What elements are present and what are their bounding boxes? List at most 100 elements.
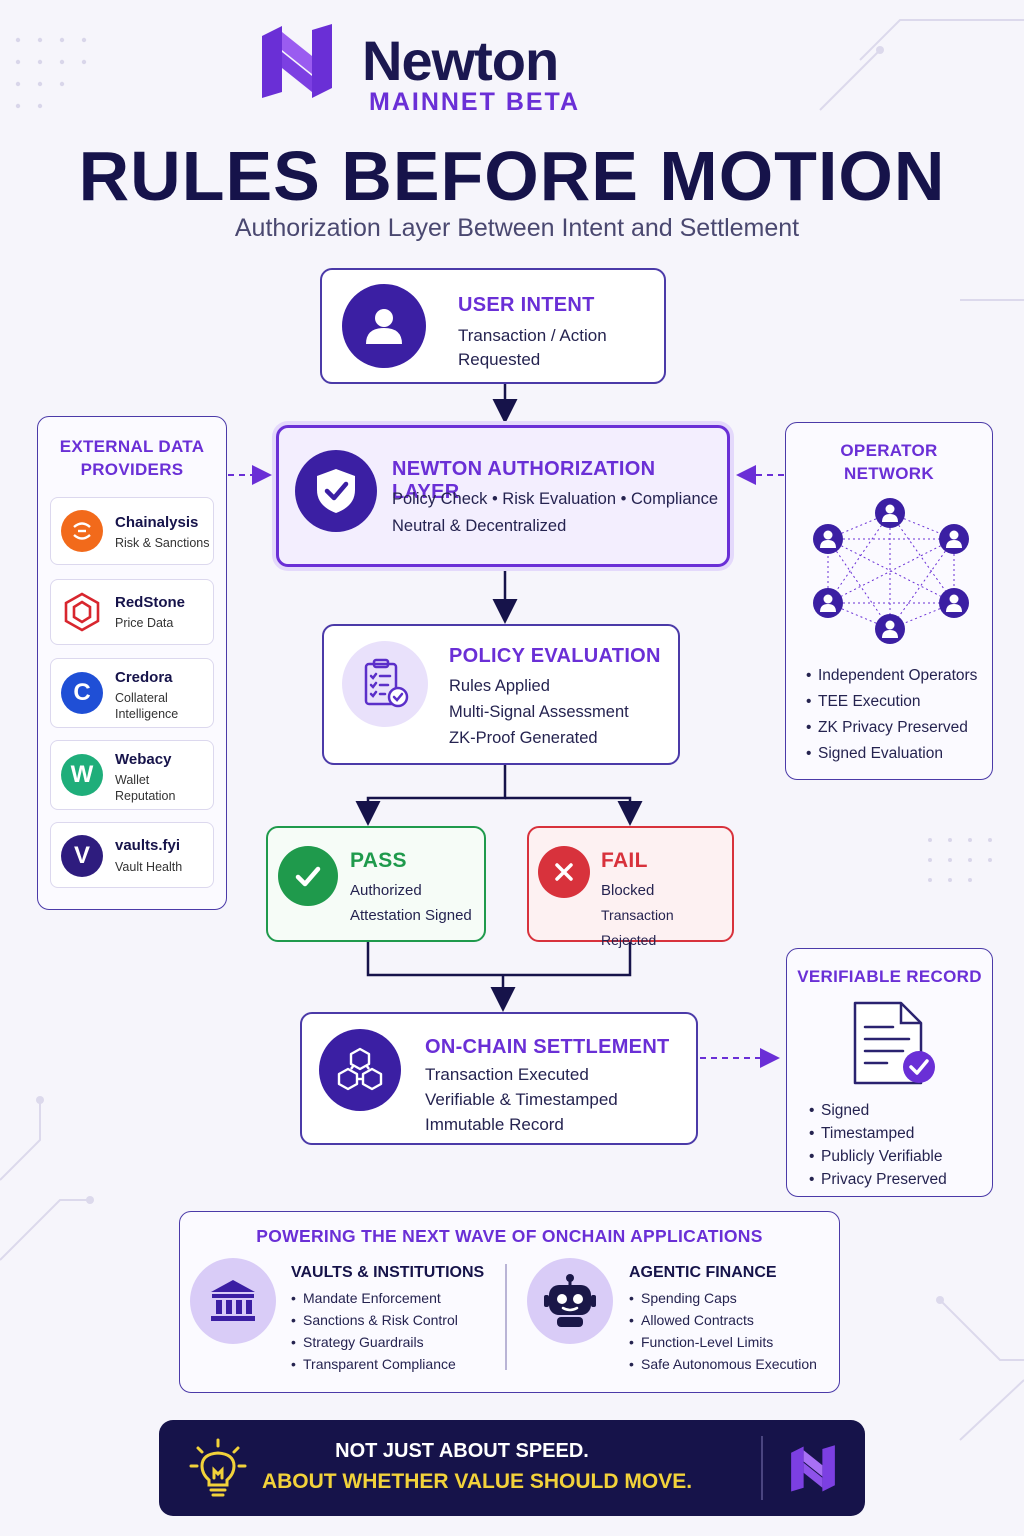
clipboard-check-icon [342,641,428,727]
external-title-line2: PROVIDERS [80,460,184,479]
page-title: RULES BEFORE MOTION [78,137,946,215]
provider-desc: Collateral [115,691,168,705]
brand-subtitle: MAINNET BETA [369,88,581,116]
provider-name: Credora [115,669,173,686]
pass-line1: Authorized [350,882,422,899]
operator-title-line2: NETWORK [844,464,934,483]
bank-icon [190,1258,276,1344]
check-icon [278,846,338,906]
robot-icon [527,1258,613,1344]
auth-layer-title: NEWTON AUTHORIZATION LAYER [392,458,656,503]
record-bullet: Signed [809,1099,947,1122]
fail-box: FAIL Blocked Transaction Rejected [527,826,734,948]
authorization-layer-box: NEWTON AUTHORIZATION LAYER Policy Check … [276,425,730,567]
shield-check-icon [295,450,377,532]
pass-title: PASS [350,849,407,872]
x-icon [538,846,590,898]
agentic-bullet: Safe Autonomous Execution [629,1353,817,1375]
external-title-line1: EXTERNAL DATA [59,437,205,456]
user-intent-title: USER INTENT [458,294,595,316]
provider-desc: Reputation [115,789,176,803]
pass-line2: Attestation Signed [350,907,472,924]
banner-divider [761,1436,763,1500]
provider-name: Webacy [115,751,172,768]
operator-bullet: Signed Evaluation [806,741,977,767]
blocks-icon [319,1029,401,1111]
pass-box: PASS Authorized Attestation Signed [266,826,486,942]
user-icon [342,284,426,368]
record-bullets: Signed Timestamped Publicly Verifiable P… [809,1099,947,1191]
fail-title: FAIL [601,849,648,872]
fail-line2: Transaction Rejected [601,907,674,948]
policy-line3: ZK-Proof Generated [449,729,598,747]
verifiable-record-panel: VERIFIABLE RECORD Signed Timestamped Pub… [786,948,993,1197]
provider-name: RedStone [115,594,186,611]
policy-title: POLICY EVALUATION [449,645,661,667]
provider-desc: Wallet [115,773,150,787]
provider-webacy: W Webacy Wallet Reputation [50,740,214,810]
banner-line2: ABOUT WHETHER VALUE SHOULD MOVE. [261,1470,693,1493]
vaults-bullet: Mandate Enforcement [291,1287,458,1309]
record-bullet: Publicly Verifiable [809,1145,947,1168]
agentic-title: AGENTIC FINANCE [629,1264,777,1281]
policy-line2: Multi-Signal Assessment [449,703,629,721]
policy-line1: Rules Applied [449,677,550,695]
provider-name: vaults.fyi [115,837,181,854]
provider-desc: Vault Health [115,860,183,874]
powering-title: POWERING THE NEXT WAVE OF ONCHAIN APPLIC… [256,1226,763,1246]
settlement-title: ON-CHAIN SETTLEMENT [425,1036,670,1058]
vaults-bullets: Mandate Enforcement Sanctions & Risk Con… [291,1287,458,1375]
vaults-fyi-icon: V [61,835,103,877]
settlement-line2: Verifiable & Timestamped [425,1090,618,1109]
settlement-box: ON-CHAIN SETTLEMENT Transaction Executed… [300,1012,698,1145]
brand-name: Newton [362,29,559,92]
banner-line1: NOT JUST ABOUT SPEED. [335,1440,589,1462]
operator-bullet: TEE Execution [806,689,977,715]
chainalysis-icon [61,510,103,552]
lightbulb-icon [189,1438,247,1497]
provider-desc: Intelligence [115,707,179,721]
vaults-bullet: Strategy Guardrails [291,1331,458,1353]
vaults-bullet: Transparent Compliance [291,1353,458,1375]
settlement-line3: Immutable Record [425,1115,564,1134]
policy-evaluation-box: POLICY EVALUATION Rules Applied Multi-Si… [322,624,680,765]
vaults-title: VAULTS & INSTITUTIONS [291,1264,485,1281]
provider-credora: C Credora Collateral Intelligence [50,658,214,728]
newton-logo-icon [262,24,332,98]
credora-icon: C [61,672,103,714]
redstone-icon [61,591,103,633]
operator-bullets: Independent Operators TEE Execution ZK P… [806,663,977,767]
page-subtitle: Authorization Layer Between Intent and S… [234,214,800,242]
agentic-bullet: Allowed Contracts [629,1309,817,1331]
operator-bullet: ZK Privacy Preserved [806,715,977,741]
provider-redstone: RedStone Price Data [50,579,214,645]
user-intent-line1: Transaction / Action [458,326,607,345]
document-check-icon [853,1001,935,1085]
operator-network-panel: OPERATOR NETWORK Independent Operators T… [785,422,993,780]
user-intent-box: USER INTENT Transaction / Action Request… [320,268,666,384]
operator-bullet: Independent Operators [806,663,977,689]
settlement-line1: Transaction Executed [425,1065,589,1084]
record-title: VERIFIABLE RECORD [797,967,982,986]
powering-section: POWERING THE NEXT WAVE OF ONCHAIN APPLIC… [179,1211,840,1393]
webacy-icon: W [61,754,103,796]
section-divider [505,1264,507,1370]
provider-desc: Price Data [115,616,174,630]
provider-name: Chainalysis [115,514,199,531]
provider-desc: Risk & Sanctions [115,536,210,550]
agentic-bullet: Function-Level Limits [629,1331,817,1353]
provider-vaults-fyi: V vaults.fyi Vault Health [50,822,214,888]
operator-title-line1: OPERATOR [840,441,938,460]
provider-chainalysis: Chainalysis Risk & Sanctions [50,497,214,565]
vaults-bullet: Sanctions & Risk Control [291,1309,458,1331]
agentic-bullet: Spending Caps [629,1287,817,1309]
external-data-providers-panel: EXTERNAL DATA PROVIDERS Chainalysis Risk… [37,416,227,910]
user-intent-line2: Requested [458,350,541,369]
record-bullet: Timestamped [809,1122,947,1145]
auth-layer-line2: Neutral & Decentralized [392,517,567,535]
tagline-banner: NOT JUST ABOUT SPEED. ABOUT WHETHER VALU… [159,1420,865,1516]
newton-logo-small-icon [791,1445,835,1492]
fail-line1: Blocked [601,882,655,899]
